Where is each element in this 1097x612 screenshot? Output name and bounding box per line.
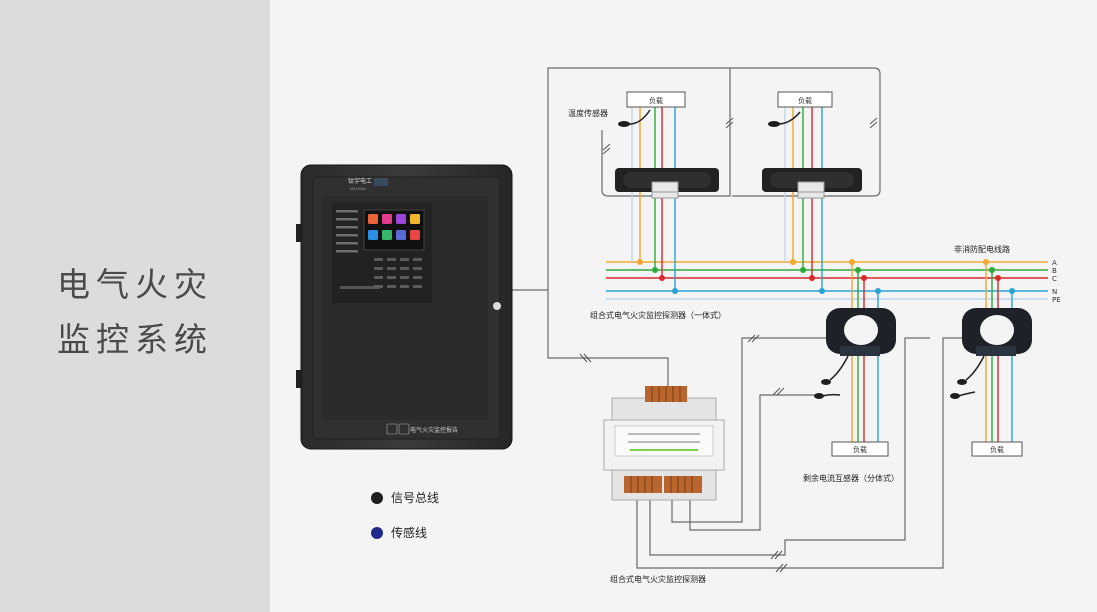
- integrated-detector-top-left: [615, 168, 719, 199]
- keypad-key: [413, 276, 422, 279]
- page-title-line-2: 监控系统: [57, 320, 213, 359]
- load-box-top-right: 负载: [777, 91, 833, 108]
- screen-app-tile: [396, 214, 406, 224]
- temperature-sensor-label: 温度传感器: [568, 108, 608, 118]
- residual-current-transformer-right: [962, 308, 1032, 356]
- phase-label-b: B: [1052, 267, 1057, 275]
- indicator-row: [336, 234, 358, 237]
- temperature-sensor-right: [768, 111, 801, 127]
- page-title-line-1: 电气火灾: [57, 265, 213, 304]
- phase-lines: [606, 261, 1048, 300]
- keypad-key: [400, 258, 409, 261]
- keypad-key: [374, 258, 383, 261]
- keypad-key: [387, 285, 396, 288]
- svg-text:负载: 负载: [990, 445, 1004, 454]
- sensor-wires: [636, 337, 970, 569]
- cabinet-screen-tiles: [368, 214, 420, 240]
- load-box-bottom-left: 负载: [831, 441, 889, 457]
- keypad-key: [387, 258, 396, 261]
- keypad-key: [400, 267, 409, 270]
- indicator-row: [336, 218, 358, 221]
- screen-app-tile: [410, 230, 420, 240]
- legend-item-signal-bus: 信号总线: [371, 489, 439, 506]
- junction-dots: [637, 259, 1015, 294]
- load-box-bottom-right: 负载: [971, 441, 1023, 457]
- screen-app-tile: [368, 230, 378, 240]
- combined-detector-module: [603, 386, 725, 501]
- distribution-line-label: 非消防配电线路: [954, 244, 1010, 254]
- indicator-row: [336, 250, 358, 253]
- phase-labels: A B C N PE: [1052, 259, 1061, 304]
- screen-app-tile: [382, 230, 392, 240]
- integrated-detector-label: 组合式电气火灾监控探测器（一体式）: [590, 310, 726, 320]
- svg-text:负载: 负载: [649, 96, 663, 105]
- svg-text:负载: 负载: [853, 445, 867, 454]
- screen-app-tile: [368, 214, 378, 224]
- monitoring-cabinet: [296, 164, 513, 450]
- temperature-sensor-left: [618, 109, 651, 127]
- keypad-key: [387, 276, 396, 279]
- cabinet-brand-sub: MASMAN: [350, 187, 366, 191]
- keypad-key: [400, 276, 409, 279]
- cabinet-brand: 钛宇电工: [348, 177, 372, 185]
- legend-item-sensor-line: 传感线: [371, 524, 427, 541]
- phase-label-pe: PE: [1052, 296, 1061, 304]
- svg-text:负载: 负载: [798, 96, 812, 105]
- indicator-row: [336, 226, 358, 229]
- keypad-key: [374, 285, 383, 288]
- keypad-key: [374, 276, 383, 279]
- residual-current-transformer-label: 剩余电流互感器（分体式）: [803, 473, 899, 483]
- phase-label-c: C: [1052, 275, 1057, 283]
- keypad-key: [413, 258, 422, 261]
- ct-probe-leads: [814, 355, 985, 399]
- legend-dot-signal-bus: [371, 491, 383, 504]
- screen-app-tile: [396, 230, 406, 240]
- keypad-key: [387, 267, 396, 270]
- cabinet-panel-label: 电气火灾监控报告: [410, 426, 458, 434]
- indicator-row: [336, 210, 358, 213]
- screen-app-tile: [382, 214, 392, 224]
- cabinet-indicator-rows: [336, 210, 422, 288]
- legend-label-signal-bus: 信号总线: [391, 491, 440, 505]
- phase-label-n: N: [1052, 288, 1057, 296]
- cabinet-panel-icons: [386, 423, 410, 435]
- cabinet-logo-badge: [374, 178, 388, 186]
- keypad-key: [413, 285, 422, 288]
- legend-dot-sensor-line: [371, 526, 383, 539]
- title-panel: [0, 0, 270, 612]
- combined-detector-label: 组合式电气火灾监控探测器: [610, 574, 706, 584]
- phase-label-a: A: [1052, 259, 1057, 267]
- indicator-row: [336, 242, 358, 245]
- break-marks: [579, 117, 878, 573]
- keypad-key: [413, 267, 422, 270]
- screen-app-tile: [410, 214, 420, 224]
- residual-current-transformer-left: [826, 308, 896, 356]
- load-box-top-left: 负载: [626, 91, 686, 108]
- keypad-key: [374, 267, 383, 270]
- keypad-key: [400, 285, 409, 288]
- legend-label-sensor-line: 传感线: [391, 526, 428, 540]
- signal-bus-wires: [512, 67, 881, 392]
- integrated-detector-top-right: [762, 168, 862, 199]
